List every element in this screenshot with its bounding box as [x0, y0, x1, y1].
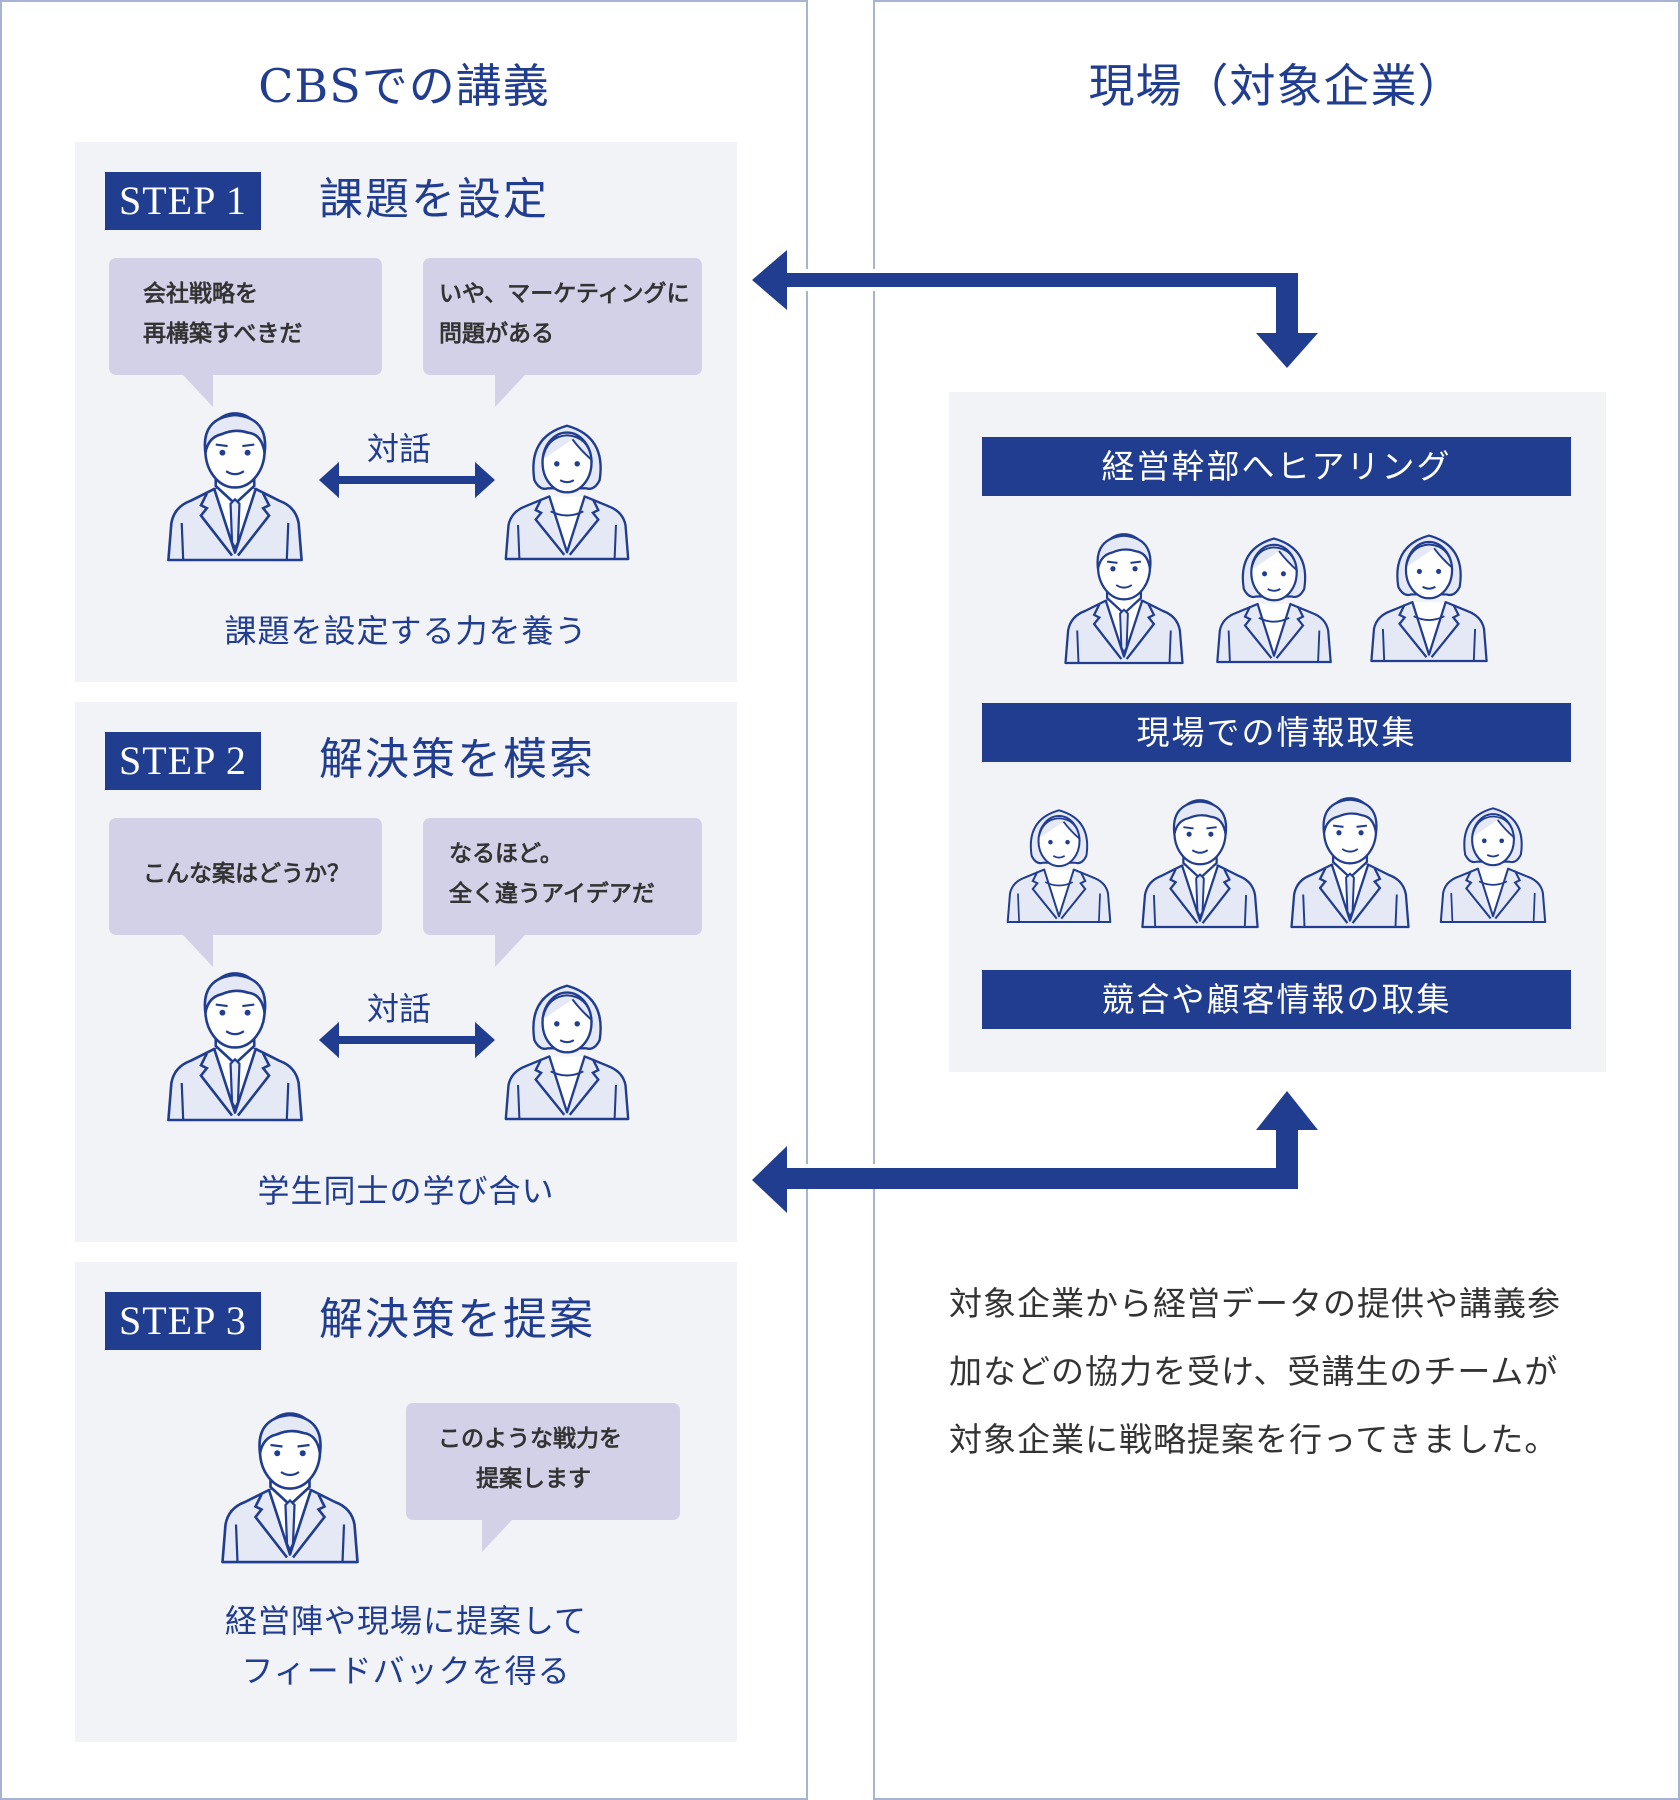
speech-bubble-man: 会社戦略を 再構築すべきだ — [109, 258, 382, 407]
bubble-line: 提案します — [476, 1466, 591, 1492]
company-field-panel: 現場（対象企業） 経営幹部へヒアリング 現場での情報取集 競合や顧客情報の取集 … — [873, 0, 1680, 1800]
bubble-line: 全く違うアイデアだ — [449, 881, 655, 907]
bubble-tail — [183, 935, 213, 967]
step-3-box: STEP 3 解決策を提案 このような戦力を 提案します 経営陣や現場に提案して… — [75, 1262, 737, 1742]
bubble-line: いや、マーケティングに — [439, 281, 690, 307]
speech-bubble-proposal: このような戦力を 提案します — [406, 1403, 680, 1552]
bubble-line: このような戦力を — [438, 1426, 622, 1452]
speech-bubble-woman: なるほど。 全く違うアイデアだ — [423, 818, 702, 967]
bubble-line: 会社戦略を — [143, 281, 258, 307]
man-avatar-icon — [167, 972, 303, 1122]
step-2-title: 解決策を模索 — [319, 734, 595, 785]
female-executive-icon — [1216, 537, 1332, 664]
bubble-line: 問題がある — [439, 321, 554, 347]
step-1-caption: 課題を設定する力を養う — [224, 612, 588, 650]
step-1-badge: STEP 1 — [105, 172, 261, 230]
panel-title-cbs: CBSでの講義 — [258, 59, 550, 113]
staff-man-shirt-icon — [1290, 797, 1410, 929]
description-text: 対象企業から経営データの提供や講義参 加などの協力を受け、受講生のチームが 対象… — [949, 1270, 1649, 1474]
staff-woman-ponytail-icon — [1439, 807, 1547, 924]
field-activities-box: 経営幹部へヒアリング 現場での情報取集 競合や顧客情報の取集 — [949, 392, 1606, 1072]
step-2-badge: STEP 2 — [105, 732, 261, 790]
description-line: 対象企業に戦略提案を行ってきました。 — [949, 1420, 1559, 1459]
panel-title-field: 現場（対象企業） — [1088, 59, 1465, 113]
step-1-box: STEP 1 課題を設定 会社戦略を 再構築すべきだ いや、マーケティングに 問… — [75, 142, 737, 682]
speech-bubble-man: こんな案はどうか？ — [109, 818, 382, 967]
bubble-tail — [482, 1520, 512, 1552]
staff-woman-icon — [1006, 809, 1112, 923]
woman-avatar-icon — [504, 984, 630, 1121]
bubble-line: こんな案はどうか？ — [143, 861, 350, 887]
bubble-tail — [183, 375, 213, 407]
step-3-badge: STEP 3 — [105, 1292, 261, 1350]
dialog-label: 対話 — [367, 990, 432, 1028]
bubble-line: なるほど。 — [449, 841, 563, 867]
banner-field-info: 現場での情報取集 — [982, 703, 1571, 762]
cbs-lecture-panel: CBSでの講義 STEP 1 課題を設定 会社戦略を 再構築すべきだ いや、マー… — [0, 0, 808, 1800]
speech-bubble-woman: いや、マーケティングに 問題がある — [423, 258, 702, 407]
banner-competitor-info: 競合や顧客情報の取集 — [982, 970, 1571, 1029]
banner-executive-hearing: 経営幹部へヒアリング — [982, 437, 1571, 496]
double-arrow-icon — [319, 462, 495, 498]
step-3-caption-line-2: フィードバックを得る — [241, 1652, 571, 1690]
step-1-title: 課題を設定 — [319, 174, 549, 225]
step-3-title: 解決策を提案 — [319, 1294, 595, 1345]
man-avatar-icon — [167, 412, 303, 562]
woman-avatar-icon — [504, 424, 630, 561]
staff-man-glasses-icon — [1141, 799, 1259, 929]
senior-executive-icon — [1064, 533, 1184, 665]
step-3-caption-line-1: 経営陣や現場に提案して — [224, 1602, 588, 1640]
bubble-tail — [495, 375, 525, 407]
step-2-box: STEP 2 解決策を模索 こんな案はどうか？ なるほど。 全く違うアイデアだ … — [75, 702, 737, 1242]
description-line: 加などの協力を受け、受講生のチームが — [949, 1352, 1559, 1391]
dialog-label: 対話 — [367, 430, 432, 468]
bubble-line: 再構築すべきだ — [143, 321, 303, 347]
man-avatar-icon — [221, 1412, 359, 1564]
young-executive-icon — [1370, 534, 1488, 663]
step-2-caption: 学生同士の学び合い — [257, 1172, 555, 1210]
double-arrow-icon — [319, 1022, 495, 1058]
description-line: 対象企業から経営データの提供や講義参 — [949, 1284, 1561, 1323]
bubble-tail — [495, 935, 525, 967]
